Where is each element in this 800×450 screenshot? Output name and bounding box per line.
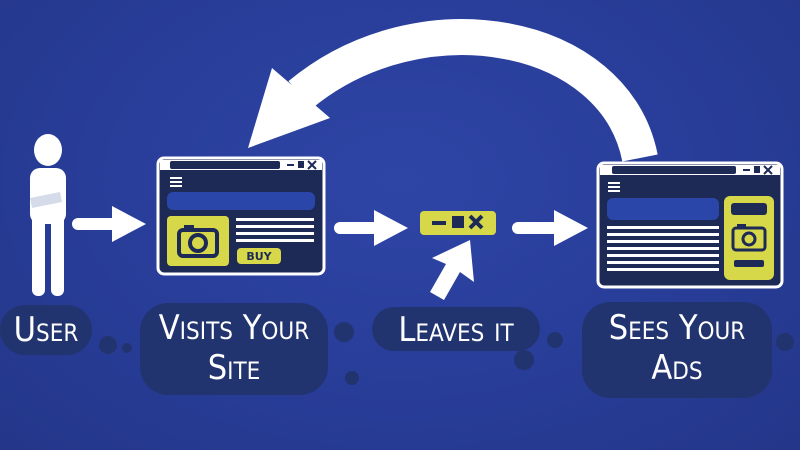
ad-banner-bottom xyxy=(734,260,764,267)
buy-button-label: BUY xyxy=(246,250,272,263)
menu-icon xyxy=(170,177,182,187)
bubble xyxy=(547,332,563,348)
ad-banner-top xyxy=(731,203,767,215)
ads-window xyxy=(596,161,784,289)
label-panels xyxy=(0,302,772,398)
step-label-leaves-it: Leaves it xyxy=(398,310,514,350)
label-bubbles xyxy=(99,322,794,385)
step-label-sees-your-ads: Sees Your Ads xyxy=(608,308,746,388)
camera-icon xyxy=(177,225,219,258)
site-product-image xyxy=(167,216,229,266)
bubble xyxy=(99,336,117,354)
step-label-visits-your-site: Visits Your Site xyxy=(158,308,310,388)
site-search-bar xyxy=(167,192,315,210)
ad-banner xyxy=(724,196,774,280)
arrow-user-to-site xyxy=(72,206,146,242)
camera-icon xyxy=(731,224,767,252)
buy-button-bg xyxy=(237,248,281,264)
label-panel-visits xyxy=(140,303,328,395)
step-label-user: User xyxy=(13,310,79,350)
arrow-leave-to-ads xyxy=(512,210,588,246)
person-icon xyxy=(30,134,66,296)
window-controls-icon xyxy=(743,165,773,175)
ads-text-lines xyxy=(607,226,719,271)
site-text-lines xyxy=(236,218,314,242)
site-window: BUY xyxy=(156,156,326,276)
label-panel-leaves xyxy=(372,307,540,351)
return-arrow-icon xyxy=(248,19,658,163)
cursor-arrow-icon xyxy=(430,240,474,300)
bubble xyxy=(122,343,132,353)
ads-search-bar xyxy=(607,198,719,220)
bubble xyxy=(776,333,794,351)
bubble xyxy=(345,371,359,385)
window-controls-icon xyxy=(287,160,317,170)
bubble xyxy=(334,322,354,342)
window-close-icon xyxy=(420,211,496,235)
label-panel-user xyxy=(0,305,92,355)
bubble xyxy=(514,350,534,370)
menu-icon xyxy=(608,182,620,192)
connector-arrows xyxy=(72,206,588,246)
arrow-site-to-leave xyxy=(334,210,408,246)
label-panel-sees xyxy=(582,302,772,398)
